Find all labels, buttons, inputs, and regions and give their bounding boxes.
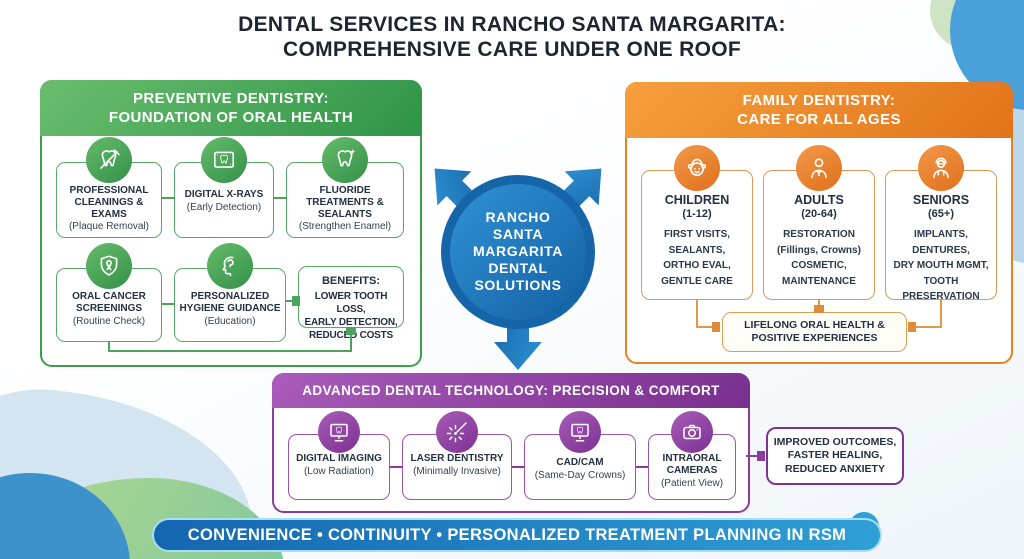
shield-ribbon-icon [86, 243, 132, 289]
footer-banner: CONVENIENCE • CONTINUITY • PERSONALIZED … [152, 518, 882, 552]
connector-line [350, 334, 352, 352]
card-children: CHILDREN (1-12) FIRST VISITS, SEALANTS, … [641, 145, 753, 300]
connector-line [108, 342, 110, 352]
connector-line [696, 300, 698, 328]
page-title: DENTAL SERVICES IN RANCHO SANTA MARGARIT… [0, 12, 1024, 62]
card-title: LASER DENTISTRY [410, 453, 504, 464]
card-oral-cancer-screenings: ORAL CANCER SCREENINGS (Routine Check) [56, 243, 162, 342]
group-body: RESTORATION (Fillings, Crowns) COSMETIC,… [777, 229, 861, 287]
card-professional-cleanings: PROFESSIONAL CLEANINGS & EXAMS (Plaque R… [56, 137, 162, 238]
card-title: PERSONALIZED HYGIENE GUIDANCE [179, 291, 281, 314]
card-subtitle: (Education) [204, 315, 256, 327]
card-subtitle: (Same-Day Crowns) [534, 469, 626, 481]
preventive-header-line1: PREVENTIVE DENTISTRY: [133, 90, 329, 107]
preventive-dentistry-panel: PREVENTIVE DENTISTRY: FOUNDATION OF ORAL… [40, 80, 422, 367]
card-adults: ADULTS (20-64) RESTORATION (Fillings, Cr… [763, 145, 875, 300]
preventive-panel-header: PREVENTIVE DENTISTRY: FOUNDATION OF ORAL… [40, 80, 422, 136]
group-age: (20-64) [801, 208, 837, 220]
connector-arrow-line [286, 300, 294, 302]
family-dentistry-panel: FAMILY DENTISTRY: CARE FOR ALL AGES CHIL… [625, 82, 1013, 364]
connector-arrowhead [908, 322, 916, 332]
connector-line [162, 303, 174, 305]
benefits-title: BENEFITS: [321, 275, 381, 287]
connector-arrowhead [757, 451, 765, 461]
page-title-line2: COMPREHENSIVE CARE UNDER ONE ROOF [283, 38, 741, 61]
group-body: FIRST VISITS, SEALANTS, ORTHO EVAL, GENT… [661, 229, 733, 287]
preventive-header-line2: FOUNDATION OF ORAL HEALTH [108, 109, 354, 126]
family-header-line2: CARE FOR ALL AGES [737, 111, 901, 128]
connector-line [940, 300, 942, 328]
connector-line [390, 466, 402, 468]
card-subtitle: (Routine Check) [72, 315, 146, 327]
card-subtitle: (Strengthen Enamel) [298, 221, 392, 233]
technology-panel: ADVANCED DENTAL TECHNOLOGY: PRECISION & … [272, 373, 750, 513]
card-subtitle: (Minimally Invasive) [413, 465, 501, 477]
hub-line: SANTA [492, 226, 544, 242]
group-body: IMPLANTS, DENTURES, DRY MOUTH MGMT, TOOT… [893, 229, 989, 302]
hub-line: SOLUTIONS [474, 277, 562, 293]
connector-arrowhead [346, 327, 356, 335]
card-hygiene-guidance: PERSONALIZED HYGIENE GUIDANCE (Education… [174, 243, 286, 342]
benefits-body: LOWER TOOTH LOSS, EARLY DETECTION, REDUC… [304, 290, 398, 341]
card-title: DIGITAL X-RAYS [184, 189, 264, 200]
cadcam-monitor-icon [559, 411, 601, 453]
card-title: ORAL CANCER SCREENINGS [72, 291, 146, 314]
technology-panel-header: ADVANCED DENTAL TECHNOLOGY: PRECISION & … [272, 373, 750, 408]
connector-arrowhead [814, 305, 824, 313]
connector-line [636, 466, 648, 468]
card-title: PROFESSIONAL CLEANINGS & EXAMS [69, 185, 149, 220]
monitor-tooth-icon [318, 411, 360, 453]
card-subtitle: (Low Radiation) [303, 465, 375, 477]
card-digital-xrays: DIGITAL X-RAYS (Early Detection) [174, 137, 274, 238]
connector-line [696, 326, 713, 328]
adult-doctor-icon [796, 145, 842, 191]
hub-line: RANCHO [485, 209, 551, 225]
group-age: (65+) [928, 208, 954, 220]
page-title-line1: DENTAL SERVICES IN RANCHO SANTA MARGARIT… [238, 13, 786, 36]
tooth-xray-icon [201, 137, 247, 183]
card-title: CAD/CAM [556, 457, 604, 468]
hub-line: MARGARITA [473, 243, 563, 259]
card-title: DIGITAL IMAGING [296, 453, 382, 464]
card-subtitle: (Early Detection) [186, 201, 262, 213]
card-subtitle: (Plaque Removal) [68, 221, 150, 233]
connector-line [818, 300, 820, 306]
hub-label: RANCHO SANTA MARGARITA DENTAL SOLUTIONS [443, 209, 593, 294]
group-age: (1-12) [682, 208, 712, 220]
tooth-cleaning-icon [86, 137, 132, 183]
family-panel-header: FAMILY DENTISTRY: CARE FOR ALL AGES [625, 82, 1013, 138]
card-fluoride-sealants: FLUORIDE TREATMENTS & SEALANTS (Strength… [286, 137, 404, 238]
group-title: CHILDREN [664, 193, 730, 207]
head-hygiene-icon [207, 243, 253, 289]
connector-line [512, 466, 524, 468]
connector-arrow-line [746, 455, 759, 457]
tooth-sparkle-icon [322, 137, 368, 183]
group-title: ADULTS [794, 193, 844, 207]
card-title: INTRAORAL CAMERAS [662, 453, 722, 476]
connector-arrowhead [712, 322, 720, 332]
laser-icon [436, 411, 478, 453]
card-digital-imaging: DIGITAL IMAGING (Low Radiation) [288, 411, 390, 500]
card-preventive-benefits: BENEFITS: LOWER TOOTH LOSS, EARLY DETECT… [298, 266, 404, 341]
connector-line [274, 197, 286, 199]
connector-arrowhead [292, 296, 300, 306]
card-intraoral-cameras: INTRAORAL CAMERAS (Patient View) [648, 411, 736, 500]
card-seniors: SENIORS (65+) IMPLANTS, DENTURES, DRY MO… [885, 145, 997, 302]
card-subtitle: (Patient View) [660, 477, 724, 489]
technology-outcome-box: IMPROVED OUTCOMES, FASTER HEALING, REDUC… [766, 427, 904, 485]
connector-line [108, 350, 352, 352]
intraoral-camera-icon [671, 411, 713, 453]
card-title: FLUORIDE TREATMENTS & SEALANTS [306, 185, 384, 220]
hub-line: DENTAL [488, 260, 548, 276]
lifelong-outcome-box: LIFELONG ORAL HEALTH & POSITIVE EXPERIEN… [722, 312, 907, 352]
connector-line [162, 197, 174, 199]
senior-icon [918, 145, 964, 191]
family-header-line1: FAMILY DENTISTRY: [742, 92, 896, 109]
child-icon [674, 145, 720, 191]
group-title: SENIORS [912, 193, 970, 207]
connector-line [916, 326, 942, 328]
card-laser-dentistry: LASER DENTISTRY (Minimally Invasive) [402, 411, 512, 500]
card-cadcam: CAD/CAM (Same-Day Crowns) [524, 411, 636, 500]
